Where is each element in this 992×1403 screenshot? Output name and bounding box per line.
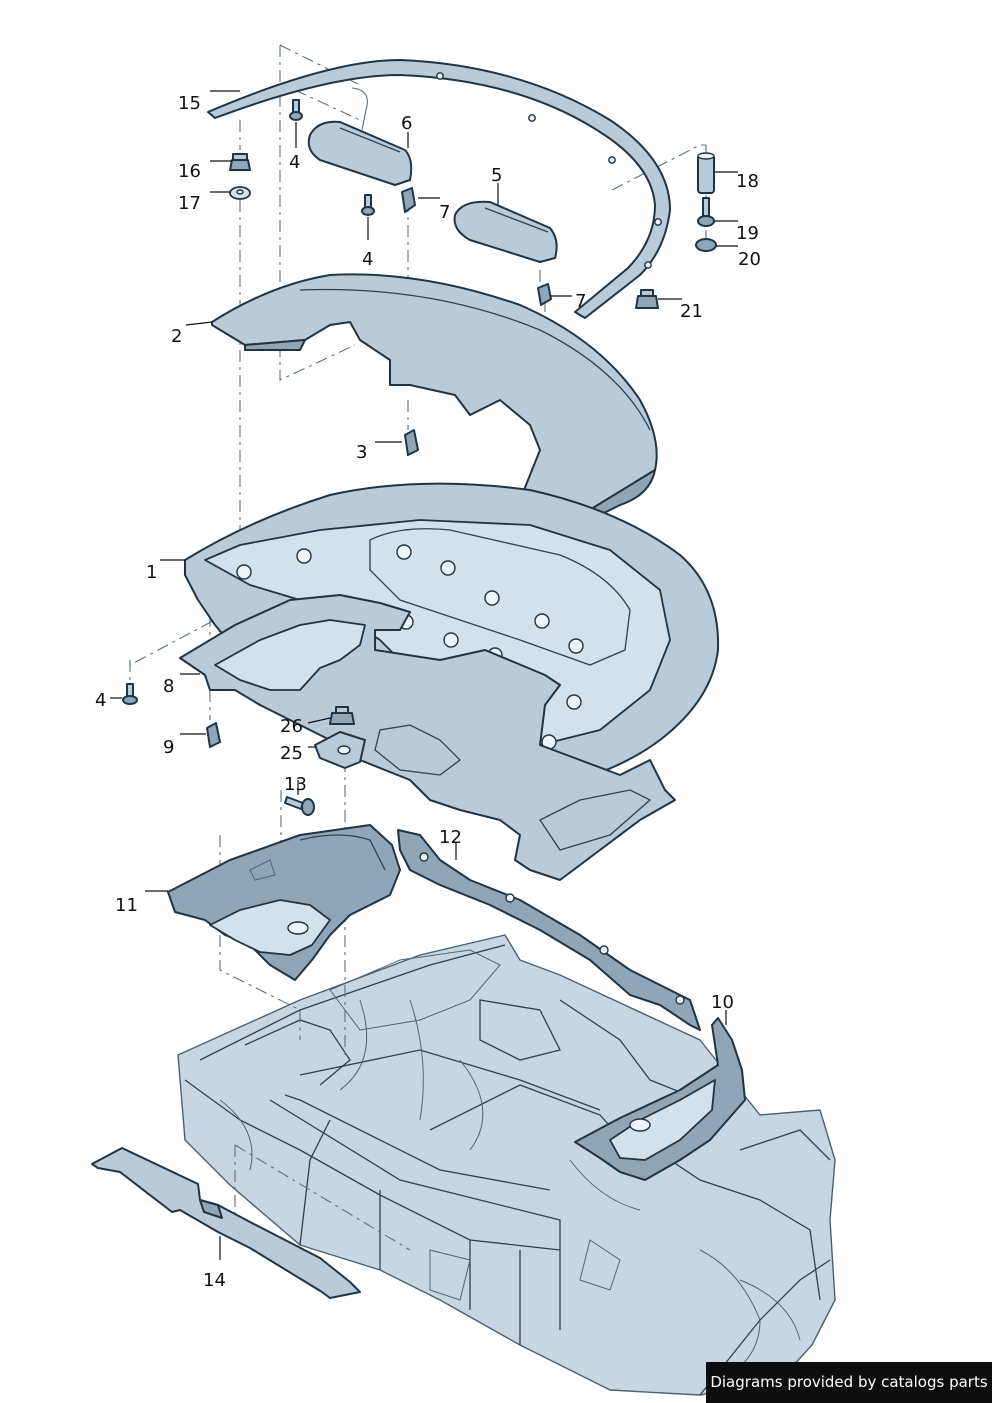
label-5: 5 bbox=[491, 165, 502, 186]
part-25-bracket bbox=[314, 731, 366, 769]
label-9: 9 bbox=[163, 737, 174, 758]
label-1: 1 bbox=[146, 562, 157, 583]
attribution-footer: Diagrams provided by catalogs parts bbox=[706, 1362, 992, 1403]
part-1-holes bbox=[236, 544, 584, 750]
part-4-screw-top bbox=[289, 99, 303, 121]
part-4-screw-low bbox=[122, 683, 138, 705]
leader-lines bbox=[110, 90, 738, 1260]
label-7-b: 7 bbox=[575, 291, 586, 312]
label-18: 18 bbox=[736, 171, 759, 192]
part-18-sleeve bbox=[697, 152, 715, 194]
label-8: 8 bbox=[163, 676, 174, 697]
label-3: 3 bbox=[356, 442, 367, 463]
label-19: 19 bbox=[736, 223, 759, 244]
part-3-clip bbox=[404, 429, 419, 456]
label-4-mid: 4 bbox=[362, 249, 373, 270]
label-16: 16 bbox=[178, 161, 201, 182]
label-13: 13 bbox=[284, 774, 307, 795]
part-10-liner bbox=[574, 1017, 746, 1181]
part-19-bolt bbox=[697, 197, 715, 227]
part-16-nut bbox=[229, 153, 251, 171]
part-21-nut bbox=[635, 289, 659, 309]
label-10: 10 bbox=[711, 992, 734, 1013]
part-number-labels: 15 16 17 4 6 7 4 5 7 18 19 20 21 2 3 1 8… bbox=[95, 93, 761, 1291]
part-20-washer bbox=[695, 238, 717, 252]
part-7-clip-b bbox=[537, 283, 552, 306]
part-7-clip-a bbox=[401, 187, 416, 213]
part-9-clip bbox=[206, 722, 221, 748]
part-17-clip bbox=[229, 186, 251, 200]
part-6-cover bbox=[307, 87, 413, 186]
part-15-holes bbox=[436, 72, 662, 269]
label-2: 2 bbox=[171, 326, 182, 347]
label-4-top: 4 bbox=[289, 152, 300, 173]
part-15-seal-strip bbox=[207, 59, 671, 319]
label-7-a: 7 bbox=[439, 202, 450, 223]
label-15: 15 bbox=[178, 93, 201, 114]
car-body-shell bbox=[177, 934, 836, 1396]
label-20: 20 bbox=[738, 249, 761, 270]
label-4-low: 4 bbox=[95, 690, 106, 711]
part-8-lower-tray bbox=[179, 594, 676, 881]
label-17: 17 bbox=[178, 193, 201, 214]
label-25: 25 bbox=[280, 743, 303, 764]
part-26-nut bbox=[329, 706, 355, 725]
part-13-bolt bbox=[284, 796, 315, 816]
label-21: 21 bbox=[680, 301, 703, 322]
label-6: 6 bbox=[401, 113, 412, 134]
label-11: 11 bbox=[115, 895, 138, 916]
part-14-bracket-strip bbox=[91, 1147, 361, 1299]
label-14: 14 bbox=[203, 1270, 226, 1291]
part-11-liner bbox=[167, 824, 401, 981]
part-5-cover bbox=[453, 200, 558, 263]
label-12: 12 bbox=[439, 827, 462, 848]
part-12-strip bbox=[397, 829, 701, 1031]
label-26: 26 bbox=[280, 716, 303, 737]
part-4-screw-mid bbox=[361, 194, 375, 216]
